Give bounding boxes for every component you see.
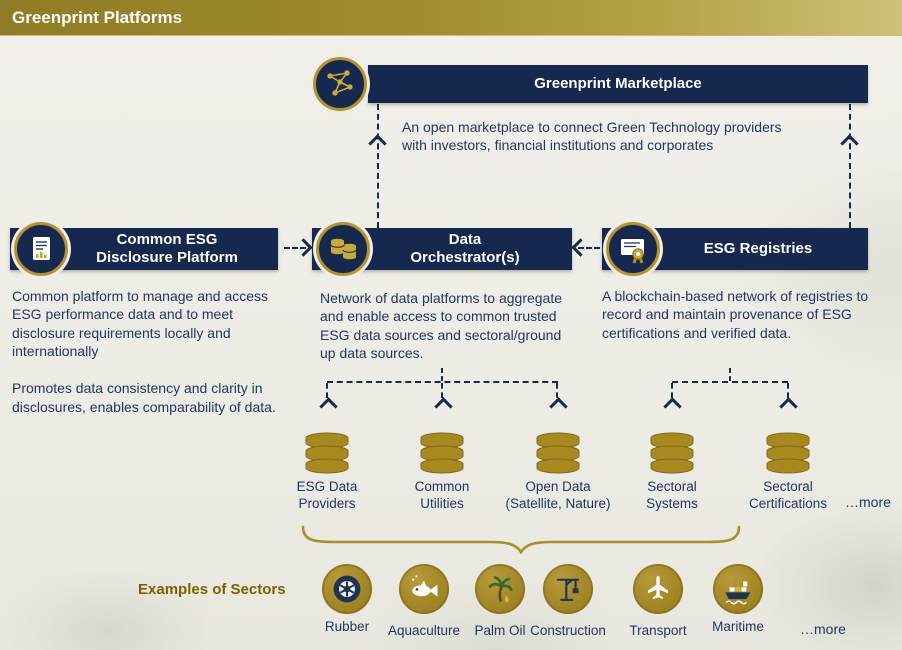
title-bar: Greenprint Platforms <box>0 0 902 36</box>
airplane-icon <box>633 564 683 614</box>
dashed-tree-registries <box>672 381 788 383</box>
sector-label-maritime: Maritime <box>712 619 764 634</box>
source-label-common-utilities: Common Utilities <box>414 479 470 511</box>
certificate-icon <box>606 222 660 276</box>
sectors-more-label: …more <box>800 621 846 637</box>
crane-icon <box>557 578 579 601</box>
tire-icon <box>333 575 361 603</box>
ship-icon <box>713 564 763 614</box>
crane-icon <box>543 564 593 614</box>
document-report-icon <box>14 222 68 276</box>
dashed-connector-registries-marketplace <box>849 104 851 228</box>
sector-label-palm-oil: Palm Oil <box>474 623 526 638</box>
marketplace-banner: Greenprint Marketplace <box>368 65 868 103</box>
document-report-icon <box>33 237 50 260</box>
dashed-tree-orchestrator <box>327 381 558 383</box>
sector-label-rubber: Rubber <box>324 619 370 634</box>
sources-more-label: …more <box>845 494 891 510</box>
sector-label-transport: Transport <box>629 623 687 638</box>
disclosure-platform-title: Common ESG Disclosure Platform <box>96 231 238 266</box>
dashed-tree-registries-stub <box>729 368 731 381</box>
database-icon <box>765 430 811 479</box>
database-icon <box>649 430 695 479</box>
dashed-stub <box>556 383 558 398</box>
disclosure-platform-description: Common platform to manage and access ESG… <box>12 288 276 415</box>
marketplace-title: Greenprint Marketplace <box>534 75 702 92</box>
curly-brace <box>300 524 742 561</box>
source-label-esg-data-providers: ESG Data Providers <box>296 479 358 511</box>
airplane-icon <box>647 575 669 600</box>
dashed-stub <box>326 383 328 398</box>
database-icon <box>419 430 465 479</box>
dashed-tree-orchestrator-stub <box>441 368 443 381</box>
dashed-connector-registries-orchestrator <box>578 247 600 249</box>
sectors-heading: Examples of Sectors <box>138 581 286 598</box>
network-icon <box>327 70 353 96</box>
page-title: Greenprint Platforms <box>12 8 183 27</box>
dashed-stub <box>787 383 789 398</box>
fish-icon <box>411 575 438 597</box>
tire-icon <box>322 564 372 614</box>
sector-label-aquaculture: Aquaculture <box>387 623 461 638</box>
palm-tree-icon <box>475 564 525 614</box>
esg-registries-title: ESG Registries <box>703 240 813 257</box>
database-icon <box>304 430 350 479</box>
source-label-open-data: Open Data (Satellite, Nature) <box>505 479 611 511</box>
sector-label-construction: Construction <box>530 623 606 638</box>
database-stack-icon <box>316 222 370 276</box>
marketplace-description: An open marketplace to connect Green Tec… <box>402 119 782 154</box>
fish-icon <box>399 564 449 614</box>
database-stack-icon <box>330 238 357 260</box>
certificate-icon <box>621 239 644 264</box>
data-orchestrator-title: Data Orchestrator(s) <box>410 231 520 266</box>
source-label-sectoral-systems: Sectoral Systems <box>646 479 698 511</box>
ship-icon <box>725 581 751 605</box>
dashed-connector-orchestrator-marketplace <box>377 104 379 228</box>
palm-tree-icon <box>488 575 513 603</box>
data-orchestrator-description: Network of data platforms to aggregate a… <box>320 290 563 362</box>
dashed-stub <box>671 383 673 398</box>
source-label-sectoral-certifications: Sectoral Certifications <box>748 479 828 511</box>
esg-registries-description: A blockchain-based network of registries… <box>602 288 869 341</box>
dashed-stub <box>441 383 443 398</box>
network-icon <box>313 57 367 111</box>
database-icon <box>535 430 581 479</box>
dashed-connector-disclosure-orchestrator <box>284 247 306 249</box>
